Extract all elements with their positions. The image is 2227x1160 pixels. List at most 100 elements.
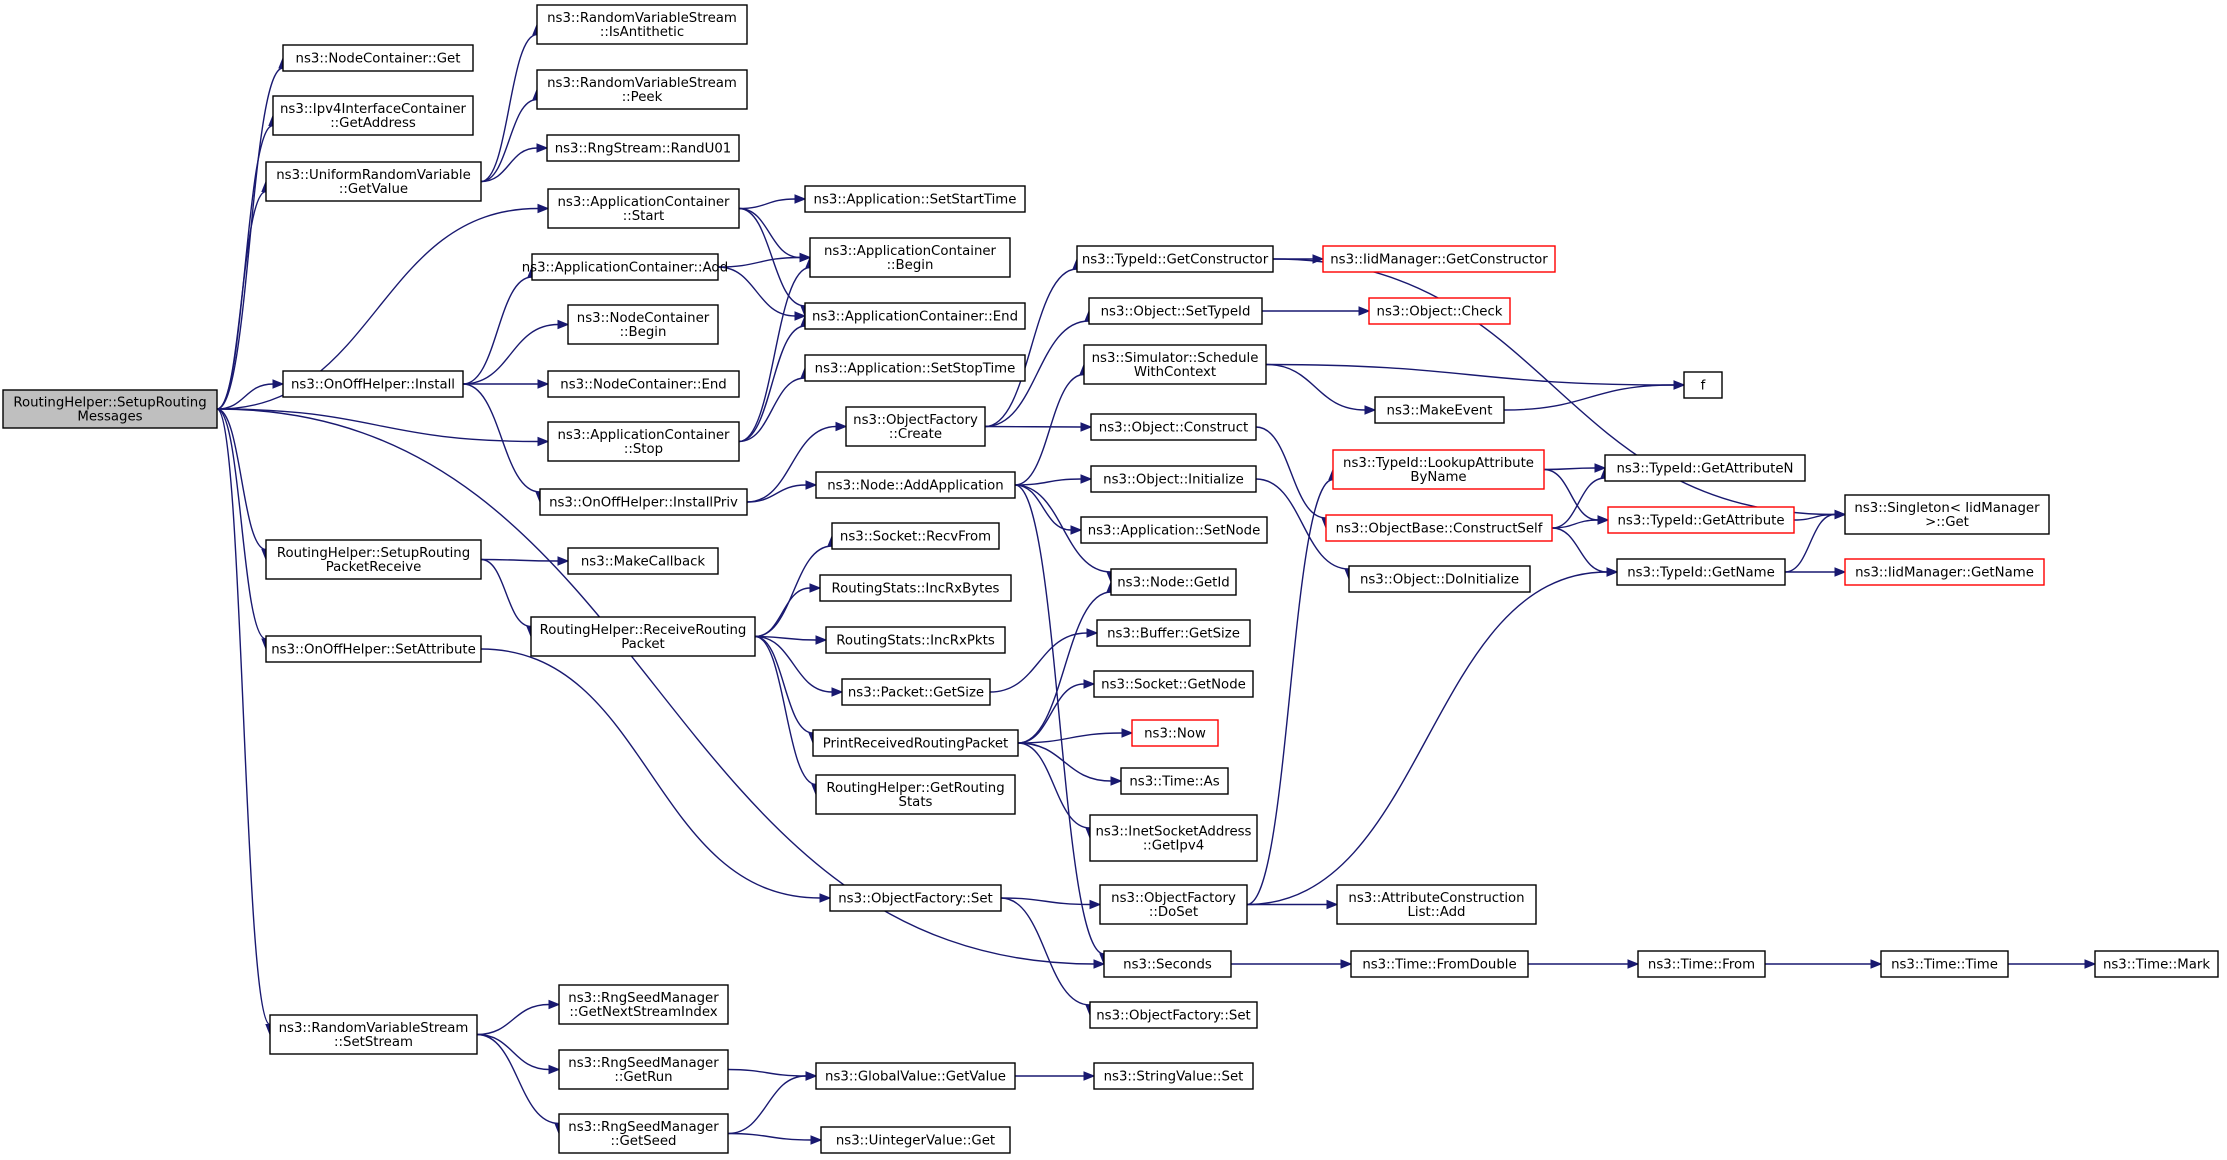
node-label-root-0: RoutingHelper::SetupRouting xyxy=(13,396,206,411)
node-makecallback[interactable]: ns3::MakeCallback xyxy=(567,547,719,575)
node-rsm_getrun[interactable]: ns3::RngSeedManager::GetRun xyxy=(558,1049,729,1090)
node-obj_doinit[interactable]: ns3::Object::DoInitialize xyxy=(1348,565,1531,593)
node-nc_begin[interactable]: ns3::NodeContainer::Begin xyxy=(567,304,719,345)
node-box-rvs_isanti xyxy=(536,4,748,45)
edge-printrecv-to-isa_getipv4 xyxy=(1017,742,1091,829)
node-box-rng_randu01 xyxy=(546,134,740,162)
node-label-pkt_getsize-0: ns3::Packet::GetSize xyxy=(848,686,984,701)
node-ob_constructself[interactable]: ns3::ObjectBase::ConstructSelf xyxy=(1325,514,1553,542)
node-box-uv_get xyxy=(820,1126,1011,1154)
node-time_time[interactable]: ns3::Time::Time xyxy=(1880,950,2009,978)
node-tid_getname[interactable]: ns3::TypeId::GetName xyxy=(1616,558,1786,586)
node-tid_getctor[interactable]: ns3::TypeId::GetConstructor xyxy=(1076,245,1274,273)
node-fn_f[interactable]: f xyxy=(1683,371,1723,399)
node-rs_incrxbytes[interactable]: RoutingStats::IncRxBytes xyxy=(819,574,1012,602)
node-tid_getattrn[interactable]: ns3::TypeId::GetAttributeN xyxy=(1604,454,1806,482)
edge-makeevent-to-fn_f xyxy=(1503,384,1675,411)
node-rs_incrxpkts[interactable]: RoutingStats::IncRxPkts xyxy=(825,626,1006,654)
node-app_setstart[interactable]: ns3::Application::SetStartTime xyxy=(804,185,1026,213)
node-box-nc_begin xyxy=(567,304,719,345)
node-iid_getname[interactable]: ns3::IidManager::GetName xyxy=(1844,558,2045,586)
node-label-time_from-0: ns3::Time::From xyxy=(1648,958,1755,973)
node-sock_recvfrom[interactable]: ns3::Socket::RecvFrom xyxy=(831,522,1000,550)
node-time_mark[interactable]: ns3::Time::Mark xyxy=(2094,950,2219,978)
edge-onoff_installpriv-to-of_create xyxy=(746,425,837,503)
node-rvs_peek[interactable]: ns3::RandomVariableStream::Peek xyxy=(536,69,748,110)
node-time_from[interactable]: ns3::Time::From xyxy=(1637,950,1766,978)
node-rvs_isanti[interactable]: ns3::RandomVariableStream::IsAntithetic xyxy=(536,4,748,45)
node-of_set2[interactable]: ns3::ObjectFactory::Set xyxy=(1089,1001,1258,1029)
node-onoff_install[interactable]: ns3::OnOffHelper::Install xyxy=(282,370,464,398)
node-urv_getvalue[interactable]: ns3::UniformRandomVariable::GetValue xyxy=(265,161,482,202)
node-time_fromdouble[interactable]: ns3::Time::FromDouble xyxy=(1350,950,1529,978)
node-box-rh_recvpkt xyxy=(530,616,756,657)
node-appc_begin[interactable]: ns3::ApplicationContainer::Begin xyxy=(809,237,1011,278)
edge-urv_getvalue-to-rng_randu01 xyxy=(480,147,538,183)
edge-root-to-rh_setuprecv xyxy=(216,408,267,551)
node-label-app_setnode-0: ns3::Application::SetNode xyxy=(1088,524,1261,539)
node-ipv4_getaddr[interactable]: ns3::Ipv4InterfaceContainer::GetAddress xyxy=(272,95,474,136)
edge-onoff_installpriv-to-node_addapp xyxy=(746,484,807,503)
node-onoff_setattr[interactable]: ns3::OnOffHelper::SetAttribute xyxy=(265,635,482,663)
node-box-sv_set xyxy=(1093,1062,1254,1090)
node-obj_settypeid[interactable]: ns3::Object::SetTypeId xyxy=(1088,297,1263,325)
node-box-rvs_setstream xyxy=(269,1014,478,1055)
node-pkt_getsize[interactable]: ns3::Packet::GetSize xyxy=(841,678,991,706)
node-rvs_setstream[interactable]: ns3::RandomVariableStream::SetStream xyxy=(269,1014,478,1055)
node-gv_getvalue[interactable]: ns3::GlobalValue::GetValue xyxy=(815,1062,1016,1090)
node-node_addapp[interactable]: ns3::Node::AddApplication xyxy=(815,471,1016,499)
node-buf_getsize[interactable]: ns3::Buffer::GetSize xyxy=(1096,619,1251,647)
node-box-isa_getipv4 xyxy=(1089,814,1258,862)
node-rng_randu01[interactable]: ns3::RngStream::RandU01 xyxy=(546,134,740,162)
node-of_doset[interactable]: ns3::ObjectFactory::DoSet xyxy=(1099,884,1248,925)
node-appc_add[interactable]: ns3::ApplicationContainer::Add xyxy=(522,253,729,281)
node-box-appc_stop xyxy=(547,421,740,462)
node-obj_check[interactable]: ns3::Object::Check xyxy=(1368,297,1511,325)
edge-printrecv-to-ns3_now xyxy=(1017,732,1123,744)
node-app_setstop[interactable]: ns3::Application::SetStopTime xyxy=(804,354,1026,382)
node-isa_getipv4[interactable]: ns3::InetSocketAddress::GetIpv4 xyxy=(1089,814,1258,862)
node-box-sim_schedule xyxy=(1083,344,1267,385)
node-app_setnode[interactable]: ns3::Application::SetNode xyxy=(1080,516,1268,544)
node-appc_end[interactable]: ns3::ApplicationContainer::End xyxy=(804,302,1026,330)
node-makeevent[interactable]: ns3::MakeEvent xyxy=(1374,396,1505,424)
arrowhead-rsm_getseed-to-gv_getvalue xyxy=(805,1071,818,1081)
node-onoff_installpriv[interactable]: ns3::OnOffHelper::InstallPriv xyxy=(539,488,748,516)
node-ns3_seconds[interactable]: ns3::Seconds xyxy=(1103,950,1232,978)
node-obj_construct[interactable]: ns3::Object::Construct xyxy=(1090,413,1257,441)
node-appc_stop[interactable]: ns3::ApplicationContainer::Stop xyxy=(547,421,740,462)
node-rsm_getseed[interactable]: ns3::RngSeedManager::GetSeed xyxy=(558,1113,729,1154)
node-time_as[interactable]: ns3::Time::As xyxy=(1120,767,1229,795)
node-ns3_now[interactable]: ns3::Now xyxy=(1131,719,1219,747)
node-box-appc_start xyxy=(547,188,740,229)
node-printrecv[interactable]: PrintReceivedRoutingPacket xyxy=(812,729,1019,757)
node-uv_get[interactable]: ns3::UintegerValue::Get xyxy=(820,1126,1011,1154)
node-node_getid[interactable]: ns3::Node::GetId xyxy=(1110,568,1237,596)
node-sock_getnode[interactable]: ns3::Socket::GetNode xyxy=(1093,670,1254,698)
node-nc_end[interactable]: ns3::NodeContainer::End xyxy=(547,370,740,398)
node-rsm_getnext[interactable]: ns3::RngSeedManager::GetNextStreamIndex xyxy=(558,984,729,1025)
arrowhead-root-to-appc_start xyxy=(537,203,550,214)
node-nc_get[interactable]: ns3::NodeContainer::Get xyxy=(282,44,474,72)
node-obj_initialize[interactable]: ns3::Object::Initialize xyxy=(1090,465,1257,493)
node-appc_start[interactable]: ns3::ApplicationContainer::Start xyxy=(547,188,740,229)
node-iid_getctor[interactable]: ns3::IidManager::GetConstructor xyxy=(1322,245,1556,273)
node-label-of_create-1: ::Create xyxy=(889,427,942,442)
node-sv_set[interactable]: ns3::StringValue::Set xyxy=(1093,1062,1254,1090)
node-label-obj_check-0: ns3::Object::Check xyxy=(1377,305,1503,320)
edge-appc_start-to-appc_end xyxy=(738,207,806,307)
node-box-printrecv xyxy=(812,729,1019,757)
node-singleton_get[interactable]: ns3::Singleton< IidManager>::Get xyxy=(1844,494,2050,535)
node-of_create[interactable]: ns3::ObjectFactory::Create xyxy=(845,406,986,447)
node-label-ns3_now-0: ns3::Now xyxy=(1144,727,1206,742)
edge-rh_recvpkt-to-pkt_getsize xyxy=(754,635,833,693)
node-tid_getattr[interactable]: ns3::TypeId::GetAttribute xyxy=(1607,506,1795,534)
node-of_set[interactable]: ns3::ObjectFactory::Set xyxy=(829,884,1002,912)
